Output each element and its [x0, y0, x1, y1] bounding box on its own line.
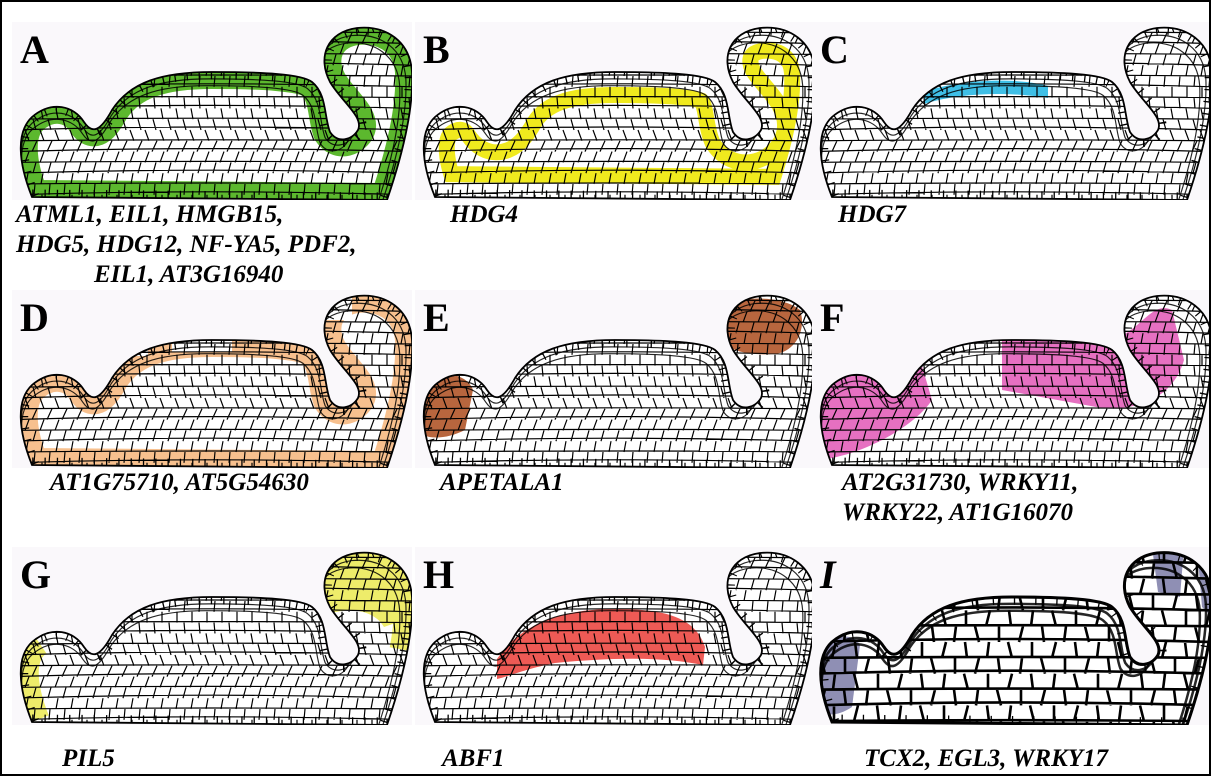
panel-b-letter: B	[423, 30, 450, 70]
panel-b-tissue-diagram	[415, 22, 815, 200]
panel-b	[415, 22, 815, 200]
panel-b-gene-caption: HDG4	[450, 200, 518, 230]
panel-i-gene-caption: TCX2, EGL3, WRKY17	[864, 744, 1108, 774]
caption-line: EIL1, AT3G16940	[16, 260, 357, 290]
panel-h-tissue-diagram	[415, 547, 815, 725]
panel-d	[12, 290, 412, 468]
panel-a-gene-caption: ATML1, EIL1, HMGB15,HDG5, HDG12, NF-YA5,…	[16, 200, 357, 290]
panel-g-gene-caption: PIL5	[62, 744, 115, 774]
caption-line: AT1G75710, AT5G54630	[50, 468, 309, 498]
panel-e-letter: E	[423, 298, 450, 338]
panel-g-tissue-diagram	[12, 547, 412, 725]
panel-c	[812, 22, 1211, 200]
caption-line: HDG7	[838, 200, 906, 230]
panel-f-gene-caption: AT2G31730, WRKY11,WRKY22, AT1G16070	[842, 468, 1078, 528]
panel-d-gene-caption: AT1G75710, AT5G54630	[50, 468, 309, 498]
caption-line: AT2G31730, WRKY11,	[842, 468, 1078, 498]
panel-g-letter: G	[20, 555, 51, 595]
caption-line: HDG4	[450, 200, 518, 230]
caption-line: ATML1, EIL1, HMGB15,	[16, 200, 357, 230]
panel-f	[812, 290, 1211, 468]
panel-i-letter: I	[820, 555, 836, 595]
panel-e-gene-caption: APETALA1	[440, 468, 564, 498]
caption-line: ABF1	[442, 744, 505, 774]
caption-line: PIL5	[62, 744, 115, 774]
caption-line: WRKY22, AT1G16070	[842, 498, 1078, 528]
panel-a	[12, 22, 412, 200]
panel-h-letter: H	[423, 555, 454, 595]
caption-line: APETALA1	[440, 468, 564, 498]
caption-line: TCX2, EGL3, WRKY17	[864, 744, 1108, 774]
panel-h-gene-caption: ABF1	[442, 744, 505, 774]
panel-c-tissue-diagram	[812, 22, 1211, 200]
panel-i-tissue-diagram	[812, 547, 1211, 725]
panel-a-letter: A	[20, 30, 49, 70]
panel-e	[415, 290, 815, 468]
panel-h	[415, 547, 815, 725]
panel-d-letter: D	[20, 298, 49, 338]
panel-a-tissue-diagram	[12, 22, 412, 200]
panel-c-gene-caption: HDG7	[838, 200, 906, 230]
panel-i	[812, 547, 1211, 725]
panel-f-letter: F	[820, 298, 844, 338]
panel-c-letter: C	[820, 30, 849, 70]
panel-d-tissue-diagram	[12, 290, 412, 468]
panel-g	[12, 547, 412, 725]
caption-line: HDG5, HDG12, NF-YA5, PDF2,	[16, 230, 357, 260]
panel-f-tissue-diagram	[812, 290, 1211, 468]
panel-e-tissue-diagram	[415, 290, 815, 468]
